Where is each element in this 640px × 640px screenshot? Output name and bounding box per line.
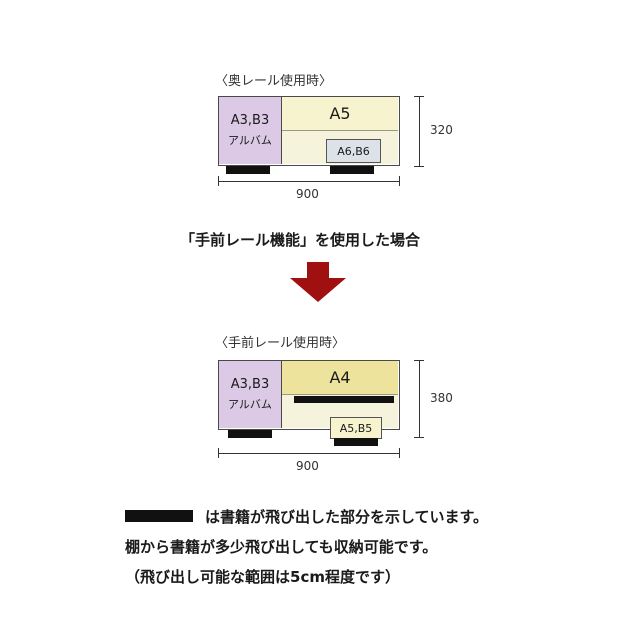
note-line-2: 棚から書籍が多少飛び出しても収納可能です。	[125, 538, 438, 556]
bottom-width-dim: 900	[296, 459, 319, 473]
bottom-right-upper-compartment: A4	[282, 361, 398, 395]
top-right-upper-compartment: A5	[282, 97, 398, 131]
top-width-tick-right	[399, 176, 400, 186]
legend-protrusion-swatch	[125, 510, 193, 522]
top-left-compartment: A3,B3 アルバム	[219, 97, 282, 164]
top-height-line	[419, 96, 420, 166]
bottom-protrusion-bar-right	[334, 438, 378, 446]
bottom-left-compartment: A3,B3 アルバム	[219, 361, 282, 428]
top-width-line	[218, 181, 400, 182]
top-width-dim: 900	[296, 187, 319, 201]
note-line-3: （飛び出し可能な範囲は5cm程度です）	[125, 568, 400, 586]
bottom-small-box-label: A5,B5	[339, 421, 373, 435]
bottom-left-label-2: アルバム	[228, 398, 272, 411]
bottom-height-line	[419, 360, 420, 437]
top-small-box-label: A6,B6	[337, 144, 370, 158]
bottom-shelf-frame: A3,B3 アルバム A4 A5,B5	[218, 360, 400, 439]
bottom-height-dim: 380	[430, 391, 453, 405]
top-protrusion-bar-left	[226, 166, 270, 174]
bottom-width-line	[218, 453, 400, 454]
bottom-left-label-1: A3,B3	[230, 377, 270, 392]
bottom-width-tick-right	[399, 448, 400, 458]
rail-function-heading: 「手前レール機能」を使用した場合	[180, 231, 421, 249]
bottom-protrusion-bar-left	[228, 430, 272, 438]
down-arrow-icon	[290, 262, 346, 302]
bottom-small-box: A5,B5	[330, 417, 382, 439]
top-height-tick-bottom	[414, 166, 424, 167]
top-left-label-1: A3,B3	[230, 113, 270, 128]
bottom-height-tick-bottom	[414, 437, 424, 438]
bottom-right-label: A4	[329, 368, 351, 387]
top-right-label: A5	[329, 104, 351, 123]
bottom-inner-protrusion-bar	[294, 396, 394, 403]
note-line-1: は書籍が飛び出した部分を示しています。	[205, 508, 489, 526]
top-small-box: A6,B6	[326, 139, 381, 163]
top-left-label-2: アルバム	[228, 134, 272, 147]
bottom-caption: 〈手前レール使用時〉	[215, 336, 346, 351]
top-caption: 〈奥レール使用時〉	[215, 74, 333, 89]
top-shelf-frame: A3,B3 アルバム A5 A6,B6	[218, 96, 400, 166]
top-height-dim: 320	[430, 123, 453, 137]
top-protrusion-bar-right	[330, 166, 374, 174]
